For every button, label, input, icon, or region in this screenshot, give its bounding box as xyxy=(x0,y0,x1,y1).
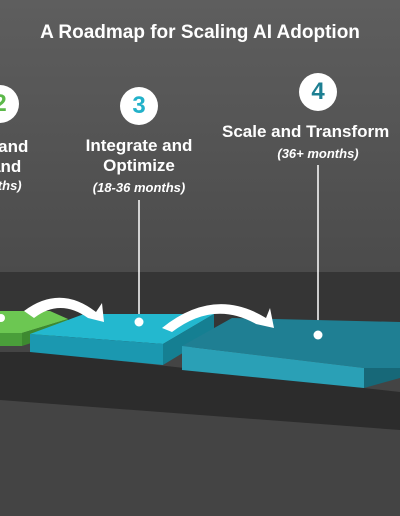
step-4-block xyxy=(182,318,400,388)
stage-2-timeframe: months) xyxy=(0,178,22,193)
stage-2-dot xyxy=(0,314,5,322)
stage-4-number-badge: 4 xyxy=(299,73,337,111)
stage-4-title: Scale and Transform xyxy=(222,122,390,141)
stage-2-title-line-2: pand xyxy=(0,157,22,176)
stage-4-timeframe: (36+ months) xyxy=(277,146,359,161)
stage-3-title-line-1: Integrate and xyxy=(85,136,193,155)
stage-3-dot xyxy=(134,317,144,327)
stage-3-number-badge: 3 xyxy=(120,87,158,125)
road-shadow xyxy=(0,352,400,430)
stage-4-dot xyxy=(313,330,323,340)
step-3-block xyxy=(30,314,214,365)
arrow-2-to-3 xyxy=(24,297,104,322)
stage-2-number-badge: 2 xyxy=(0,85,19,123)
stage-3-title-line-2: Optimize xyxy=(103,156,175,175)
sky-background xyxy=(0,0,400,272)
page-title: A Roadmap for Scaling AI Adoption xyxy=(40,22,360,43)
arrow-3-to-4 xyxy=(162,304,274,332)
stage-3-timeframe: (18-36 months) xyxy=(92,180,186,195)
stage-2-title-line-1: oy and xyxy=(0,137,29,156)
